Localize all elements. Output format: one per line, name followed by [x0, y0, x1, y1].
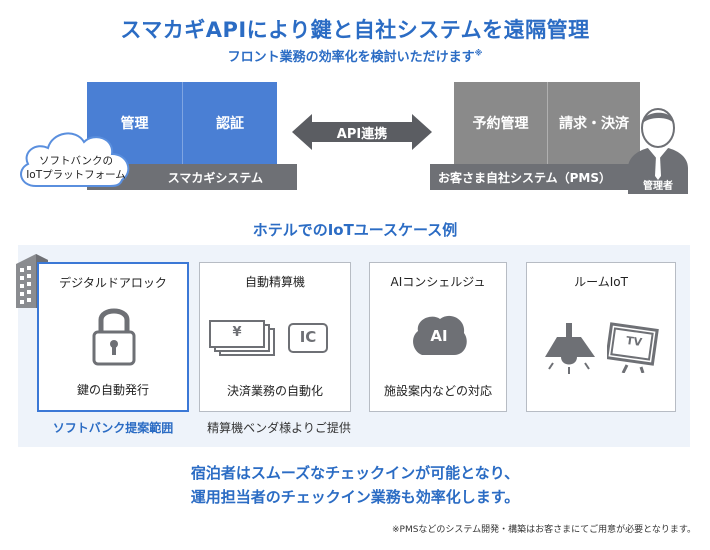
cloud-label-line1: ソフトバンクの [38, 155, 114, 167]
divider [182, 82, 183, 164]
card-footer: 施設案内などの対応 [383, 384, 492, 398]
lamp-icon [545, 323, 595, 374]
subtitle-mark: ※ [474, 48, 483, 58]
note-softbank-scope: ソフトバンク提案範囲 [52, 421, 174, 435]
footnote: ※PMSなどのシステム開発・構築はお客さまにてご用意が必要となります。 [391, 525, 696, 535]
yen-symbol: ¥ [232, 325, 242, 340]
api-label: API連携 [336, 127, 388, 142]
divider [547, 82, 548, 164]
api-arrow-icon [292, 114, 432, 150]
ic-card-icon: IC [288, 323, 328, 353]
card-digital-door-lock: デジタルドアロック 鍵の自動発行 [37, 262, 189, 412]
page-subtitle: フロント業務の効率化を検討いただけます※ [0, 46, 710, 65]
customer-system-bar: お客さま自社システム（PMS） [430, 164, 640, 190]
reservation-box: 予約管理 [454, 82, 547, 164]
card-room-iot: ルームIoT TV [526, 262, 676, 412]
card-ai-concierge: AIコンシェルジュ AI 施設案内などの対応 [369, 262, 507, 412]
card-auto-payment: 自動精算機 ¥ IC 決済業務の自動化 [199, 262, 351, 412]
summary-line2: 運用担当者のチェックイン業務も効率化します。 [190, 488, 520, 506]
manager-label: 管理者 [643, 181, 673, 192]
card-title: ルームIoT [574, 275, 628, 289]
card-footer: 決済業務の自動化 [226, 384, 323, 398]
card-title: AIコンシェルジュ [390, 275, 486, 289]
cloud-label-line2: IoTプラットフォーム [26, 169, 126, 181]
card-title: 自動精算機 [244, 275, 305, 289]
use-case-title: ホテルでのIoTユースケース例 [252, 221, 458, 239]
note-vendor: 精算機ベンダ様よりご提供 [207, 421, 351, 435]
ai-label: AI [430, 327, 448, 345]
billing-box: 請求・決済 [548, 82, 640, 164]
subtitle-text: フロント業務の効率化を検討いただけます [227, 50, 475, 65]
auth-box: 認証 [183, 82, 277, 164]
card-footer: 鍵の自動発行 [76, 383, 149, 397]
cloud-icon [20, 132, 130, 187]
ai-bubble-icon [413, 315, 467, 355]
tv-icon [607, 322, 659, 373]
padlock-icon [92, 308, 136, 366]
page-title: スマカギAPIにより鍵と自社システムを遠隔管理 [120, 18, 590, 42]
card-title: デジタルドアロック [59, 276, 167, 290]
cloud-label: ソフトバンクの IoTプラットフォーム [22, 154, 130, 182]
manager-person-icon [628, 108, 688, 194]
summary-line1: 宿泊者はスムーズなチェックインが可能となり、 [190, 464, 520, 482]
banknotes-icon [209, 320, 275, 356]
